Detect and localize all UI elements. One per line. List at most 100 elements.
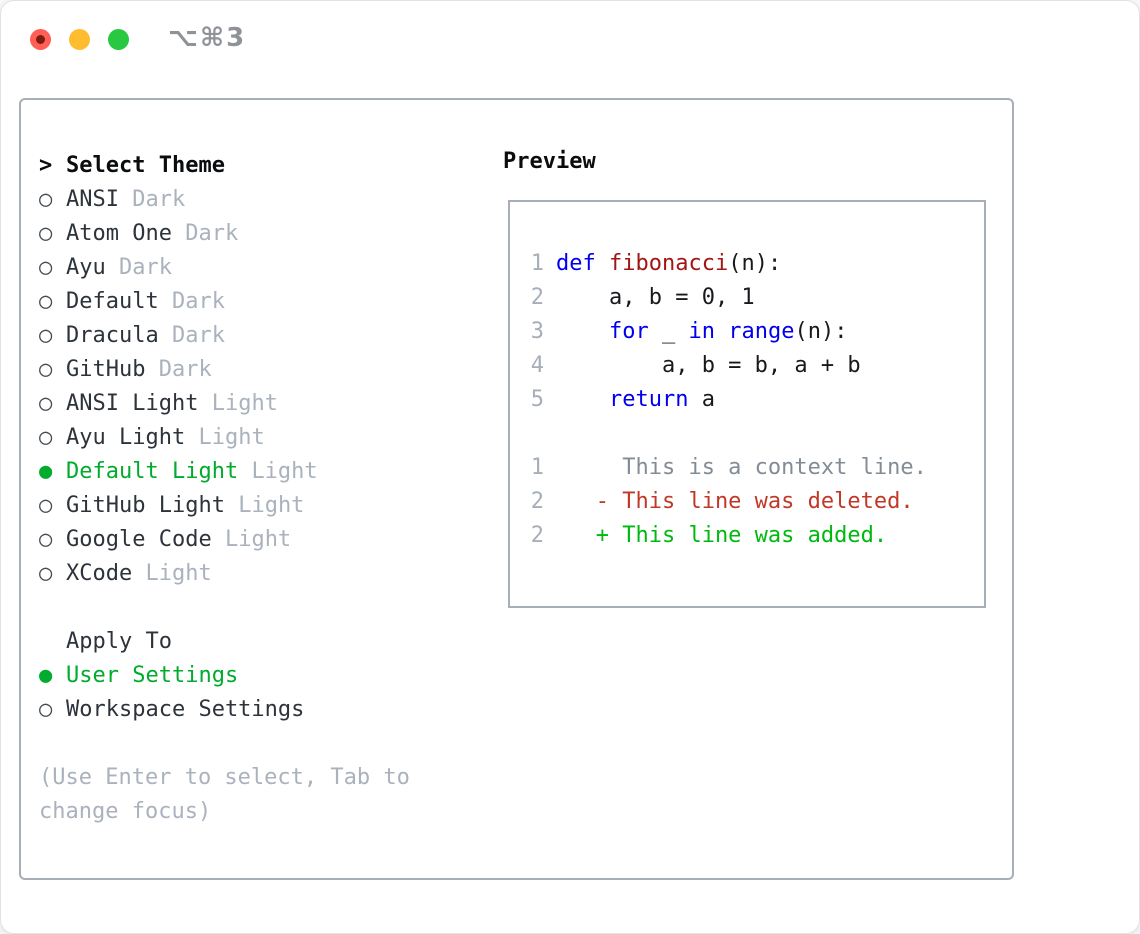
code-token: (n): <box>794 319 848 344</box>
diff-text: + This line was added. <box>556 523 888 548</box>
theme-selector-panel: >Select Theme ○ANSI Dark○Atom One Dark○A… <box>19 98 1014 880</box>
theme-name: Dracula <box>66 323 159 348</box>
code-token <box>556 319 609 344</box>
theme-name: Ayu Light <box>66 425 186 450</box>
code-line: 1 def fibonacci(n): <box>529 251 984 285</box>
window-controls <box>30 29 129 50</box>
theme-list: ○ANSI Dark○Atom One Dark○Ayu Dark○Defaul… <box>39 183 484 591</box>
diff-text: This is a context line. <box>556 455 927 480</box>
preview-title: Preview <box>503 149 596 174</box>
code-token <box>556 387 609 412</box>
theme-variant-label: Light <box>145 561 212 586</box>
theme-option-github-dark[interactable]: ○ GitHub Dark <box>39 353 484 387</box>
theme-variant-label: Light <box>238 493 305 518</box>
select-theme-title: Select Theme <box>66 153 225 178</box>
apply-option-user-settings[interactable]: ● User Settings <box>39 659 484 693</box>
line-number: 5 <box>530 387 544 412</box>
apply-to-list: ● User Settings ○ Workspace Settings <box>39 659 484 727</box>
line-number: 2 <box>530 523 544 548</box>
prompt-icon: > <box>39 153 53 178</box>
diff-line-context: 1 This is a context line. <box>529 455 984 489</box>
line-number: 1 <box>530 251 544 276</box>
close-button[interactable] <box>30 29 51 50</box>
line-number: 1 <box>530 455 544 480</box>
keyboard-shortcut-label: ⌥⌘3 <box>168 23 247 53</box>
diff-text: - This line was deleted. <box>556 489 914 514</box>
zoom-button[interactable] <box>108 29 129 50</box>
radio-unselected-icon: ○ <box>39 697 53 722</box>
diff-line-added: 2 + This line was added. <box>529 523 984 557</box>
theme-option-dracula-dark[interactable]: ○Dracula Dark <box>39 319 484 353</box>
theme-option-ansi-dark[interactable]: ○ ANSI Dark <box>39 183 484 217</box>
theme-option-default-light-light[interactable]: ● Default Light Light <box>39 455 484 489</box>
spacer <box>529 421 984 455</box>
diff-line-deleted: 2 - This line was deleted. <box>529 489 984 523</box>
theme-name: GitHub Light <box>66 493 225 518</box>
help-text: (Use Enter to select, Tab to change focu… <box>39 765 410 824</box>
theme-name: XCode <box>66 561 133 586</box>
radio-unselected-icon: ○ <box>39 493 53 518</box>
theme-variant-label: Dark <box>119 255 172 280</box>
theme-option-github-light-light[interactable]: ○ GitHub Light Light <box>39 489 484 523</box>
theme-name: ANSI <box>66 187 119 212</box>
radio-unselected-icon: ○ <box>39 527 53 552</box>
radio-unselected-icon: ○ <box>39 221 53 246</box>
keyword-token: def <box>556 251 596 276</box>
theme-option-ansi-light-light[interactable]: ○ANSI Light Light <box>39 387 484 421</box>
line-number: 4 <box>530 353 544 378</box>
theme-option-atom-one-dark[interactable]: ○Atom One Dark <box>39 217 484 251</box>
diff-block: 1 This is a context line.2 - This line w… <box>529 455 984 557</box>
radio-unselected-icon: ○ <box>39 289 53 314</box>
theme-name: Default Light <box>66 459 239 484</box>
theme-variant-label: Dark <box>171 289 225 314</box>
spacer <box>39 591 484 625</box>
radio-selected-icon: ● <box>39 459 53 484</box>
radio-unselected-icon: ○ <box>39 187 53 212</box>
minimize-button[interactable] <box>69 29 90 50</box>
theme-variant-label: Dark <box>132 187 186 212</box>
radio-selected-icon: ● <box>39 663 53 688</box>
theme-variant-label: Dark <box>185 221 239 246</box>
theme-variant-label: Light <box>198 425 265 450</box>
apply-option-workspace-settings[interactable]: ○ Workspace Settings <box>39 693 484 727</box>
code-line: 5 return a <box>529 387 984 421</box>
theme-variant-label: Light <box>224 527 292 552</box>
theme-option-default-dark[interactable]: ○ Default Dark <box>39 285 484 319</box>
apply-to-header: Apply To <box>39 625 484 659</box>
code-token <box>715 319 728 344</box>
theme-name: Default <box>66 289 159 314</box>
theme-variant-label: Dark <box>158 357 212 382</box>
code-token: a, b = 0, 1 <box>556 285 755 310</box>
theme-option-google-code-light[interactable]: ○ Google Code Light <box>39 523 484 557</box>
theme-option-ayu-light-light[interactable]: ○ Ayu Light Light <box>39 421 484 455</box>
radio-unselected-icon: ○ <box>39 391 53 416</box>
theme-name: GitHub <box>66 357 146 382</box>
radio-unselected-icon: ○ <box>39 323 53 348</box>
theme-name: Ayu <box>66 255 106 280</box>
spacer <box>39 727 484 761</box>
line-number: 2 <box>530 489 544 514</box>
theme-list-column: >Select Theme ○ANSI Dark○Atom One Dark○A… <box>39 149 484 829</box>
line-number: 2 <box>530 285 544 310</box>
keyword-token: range <box>728 319 795 344</box>
code-line: 4 a, b = b, a + b <box>529 353 984 387</box>
theme-name: Google Code <box>66 527 212 552</box>
theme-variant-label: Light <box>251 459 318 484</box>
radio-unselected-icon: ○ <box>39 255 53 280</box>
radio-unselected-icon: ○ <box>39 425 53 450</box>
radio-unselected-icon: ○ <box>39 357 53 382</box>
theme-option-xcode-light[interactable]: ○ XCode Light <box>39 557 484 591</box>
code-token: a <box>688 387 715 412</box>
function-token: fibonacci <box>609 251 729 276</box>
theme-option-ayu-dark[interactable]: ○ Ayu Dark <box>39 251 484 285</box>
code-token: (n): <box>728 251 782 276</box>
select-theme-header: > Select Theme <box>39 149 484 183</box>
radio-unselected-icon: ○ <box>39 561 53 586</box>
apply-option-label: User Settings <box>66 663 239 688</box>
keyword-token: in <box>688 319 715 344</box>
code-token: _ <box>648 319 689 344</box>
line-number: 3 <box>530 319 544 344</box>
apply-option-label: Workspace Settings <box>66 697 305 722</box>
